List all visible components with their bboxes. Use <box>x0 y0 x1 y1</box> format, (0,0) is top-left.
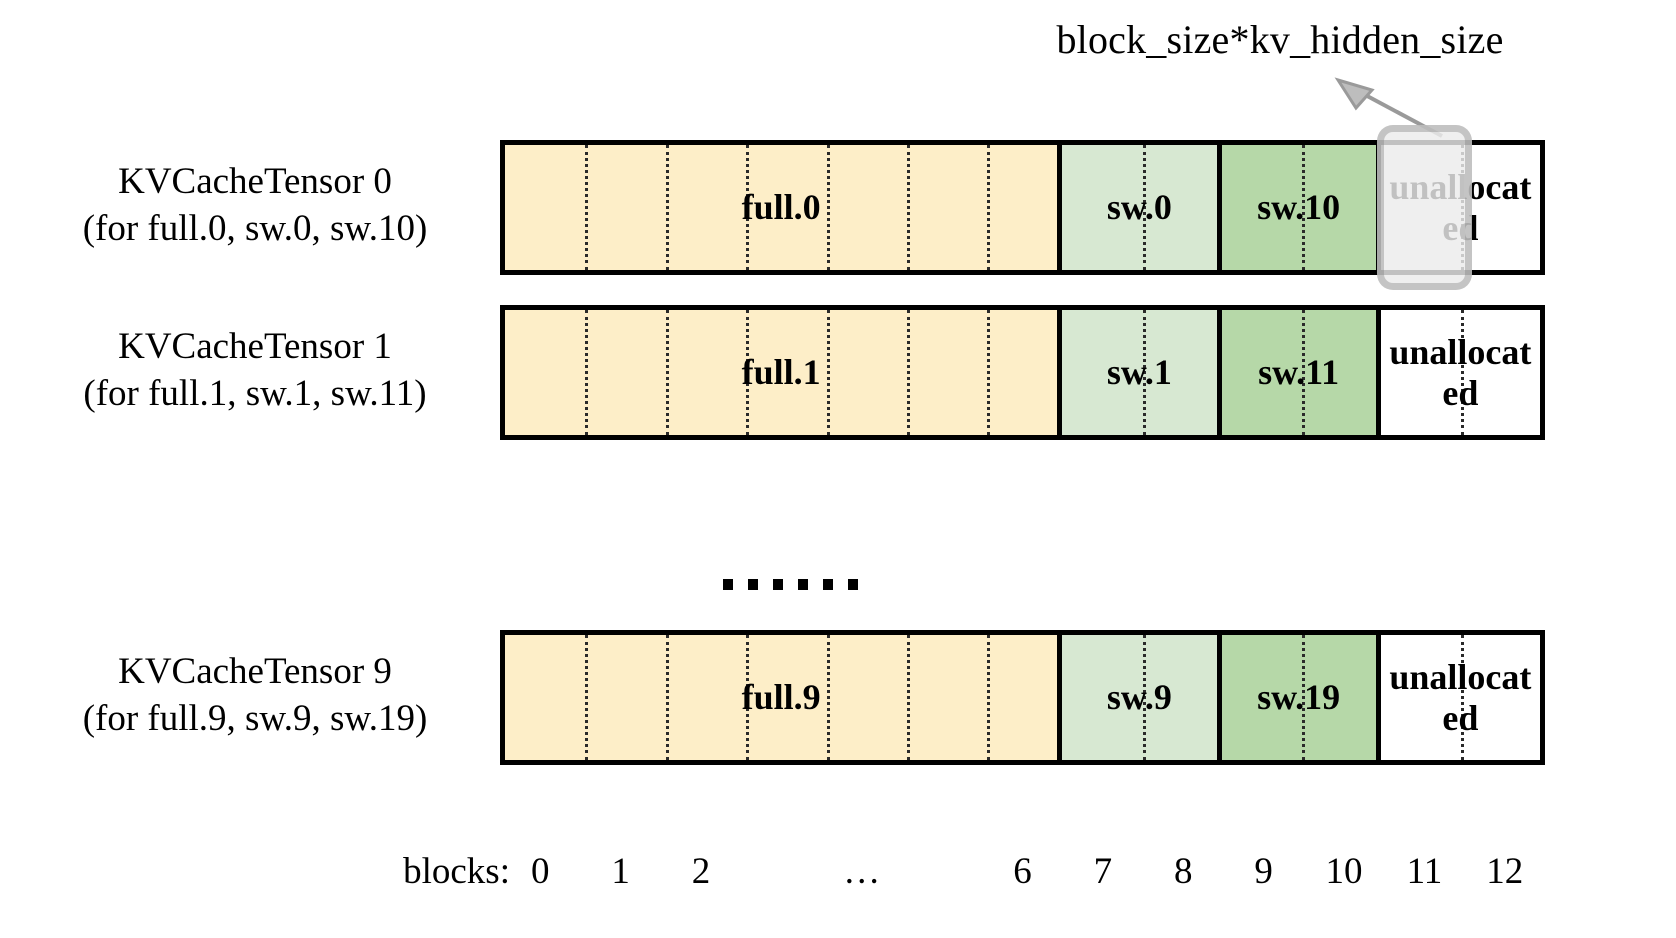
block-divider <box>1301 145 1305 270</box>
tensor-segment-label: unallocated <box>1389 657 1532 738</box>
ellipsis-dot <box>772 579 783 590</box>
ellipsis-indicator <box>690 530 890 590</box>
block-divider <box>665 145 669 270</box>
block-tick-label: 11 <box>1406 851 1443 892</box>
tensor-segment-label: unallocated <box>1389 332 1532 413</box>
tensor-segment-label: full.0 <box>741 187 821 228</box>
tensor-row-title: KVCacheTensor 1 <box>118 326 392 367</box>
tensor-bar: full.1 sw.1 sw.11 unallocated <box>500 305 1545 440</box>
tensor-row-subtitle: (for full.0, sw.0, sw.10) <box>82 208 428 250</box>
block-tick-label: … <box>843 851 881 892</box>
block-tick-label: 12 <box>1486 851 1524 892</box>
ellipsis-dot <box>747 579 758 590</box>
block-divider <box>906 310 910 435</box>
tensor-segment-unallocated: unallocated <box>1380 310 1540 435</box>
block-tick-label: 0 <box>530 851 550 892</box>
block-tick-label: 2 <box>691 851 711 892</box>
block-divider <box>746 310 750 435</box>
block-divider <box>1461 635 1465 760</box>
block-tick-label: 6 <box>1013 851 1032 892</box>
tensor-bar: full.9 sw.9 sw.19 unallocated <box>500 630 1545 765</box>
block-divider <box>585 310 589 435</box>
block-divider <box>906 145 910 270</box>
block-divider <box>665 310 669 435</box>
tensor-row-label: KVCacheTensor 0 (for full.0, sw.0, sw.10) <box>20 158 490 253</box>
block-divider <box>1301 310 1305 435</box>
tensor-segment-label: sw.10 <box>1257 187 1341 228</box>
tensor-segment-full: full.0 <box>505 145 1063 270</box>
tensor-segment-full: full.9 <box>505 635 1063 760</box>
tensor-row-label: KVCacheTensor 1 (for full.1, sw.1, sw.11) <box>20 323 490 418</box>
block-divider <box>1142 145 1146 270</box>
block-divider <box>987 635 991 760</box>
ellipsis-dot <box>847 579 858 590</box>
block-divider <box>665 635 669 760</box>
tensor-segment-label: sw.11 <box>1258 352 1340 393</box>
tensor-segment-label: sw.0 <box>1106 187 1172 228</box>
tensor-segment-sw-light: sw.9 <box>1062 635 1222 760</box>
annotation-label: block_size*kv_hidden_size <box>1056 17 1504 62</box>
tensor-row-subtitle: (for full.9, sw.9, sw.19) <box>82 698 428 740</box>
ellipsis-dot <box>822 579 833 590</box>
tensor-segment-label: sw.1 <box>1106 352 1172 393</box>
blocks-axis-title: blocks: <box>403 851 510 892</box>
block-divider <box>987 145 991 270</box>
ellipsis-dot <box>722 579 733 590</box>
tensor-segment-label: full.9 <box>741 677 821 718</box>
block-divider <box>1142 635 1146 760</box>
tensor-row-title: KVCacheTensor 0 <box>118 161 392 202</box>
block-divider <box>1301 635 1305 760</box>
block-divider <box>746 635 750 760</box>
tensor-segment-full: full.1 <box>505 310 1063 435</box>
tensor-segment-label: sw.9 <box>1106 677 1172 718</box>
tensor-segment-label: full.1 <box>741 352 821 393</box>
tensor-segment-sw-light: sw.1 <box>1062 310 1222 435</box>
block-divider <box>826 310 830 435</box>
block-divider <box>1142 310 1146 435</box>
block-divider <box>585 145 589 270</box>
block-tick-label: 8 <box>1174 851 1193 892</box>
block-divider <box>1461 310 1465 435</box>
block-tick-label: 7 <box>1093 851 1113 892</box>
block-divider <box>585 635 589 760</box>
block-divider <box>906 635 910 760</box>
block-tick-label: 9 <box>1254 851 1273 892</box>
block-divider <box>987 310 991 435</box>
highlighted-block <box>1377 125 1472 290</box>
block-tick-label: 10 <box>1325 851 1363 892</box>
tensor-segment-label: sw.19 <box>1257 677 1341 718</box>
tensor-segment-sw-light: sw.0 <box>1062 145 1222 270</box>
block-tick-label: 1 <box>611 851 630 892</box>
block-divider <box>746 145 750 270</box>
tensor-row-title: KVCacheTensor 9 <box>118 651 392 692</box>
ellipsis-dot <box>797 579 808 590</box>
tensor-segment-unallocated: unallocated <box>1380 635 1540 760</box>
block-divider <box>826 145 830 270</box>
tensor-row-label: KVCacheTensor 9 (for full.9, sw.9, sw.19) <box>20 648 490 743</box>
tensor-segment-sw-dark: sw.19 <box>1221 635 1381 760</box>
tensor-segment-sw-dark: sw.11 <box>1221 310 1381 435</box>
tensor-segment-sw-dark: sw.10 <box>1221 145 1381 270</box>
block-divider <box>826 635 830 760</box>
tensor-row-subtitle: (for full.1, sw.1, sw.11) <box>83 373 427 415</box>
